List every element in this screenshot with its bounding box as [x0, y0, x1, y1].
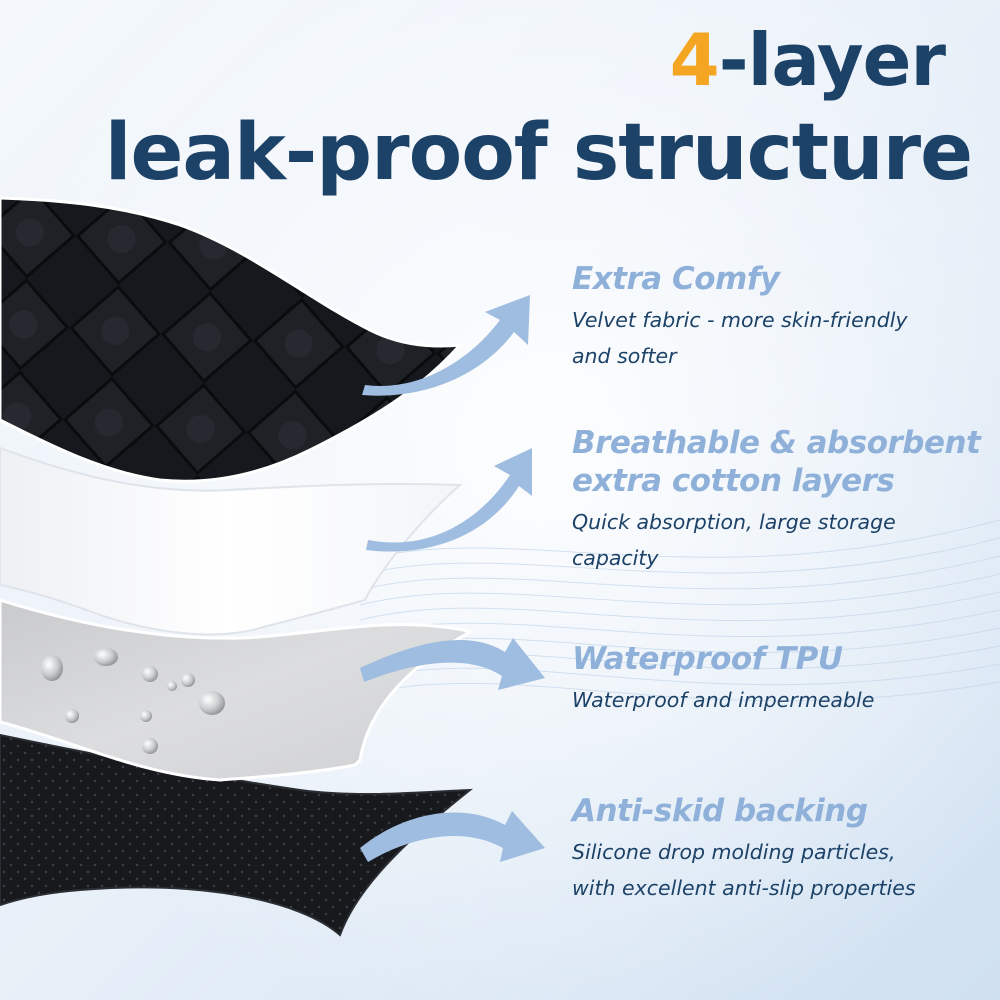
waterproof-tpu-layer — [0, 598, 474, 782]
feature-title: Anti-skid backing — [572, 793, 868, 829]
layer-count: 4 — [669, 18, 720, 102]
arrow-icon-4 — [360, 811, 545, 862]
headline-line-1: 4-layer — [669, 18, 946, 102]
feature-title: Extra Comfy — [572, 261, 780, 297]
cotton-layer — [0, 446, 463, 636]
feature-description-line: Waterproof and impermeable — [572, 688, 875, 712]
feature-anti-skid-backing: Anti-skid backing Silicone drop molding … — [572, 792, 992, 906]
headline-line-2: leak-proof structure — [104, 108, 973, 198]
arrow-icon-3 — [360, 638, 545, 690]
feature-waterproof-tpu: Waterproof TPU Waterproof and impermeabl… — [572, 640, 992, 718]
water-droplets — [41, 648, 225, 754]
headline-line-1-text: -layer — [718, 18, 946, 102]
arrow-icon-2 — [366, 448, 532, 552]
feature-title: Waterproof TPU — [572, 641, 843, 677]
feature-breathable-absorbent: Breathable & absorbent extra cotton laye… — [572, 424, 992, 576]
feature-description-line: capacity — [572, 546, 659, 570]
feature-description-line: Silicone drop molding particles, — [572, 840, 896, 864]
feature-title-line: Breathable & absorbent — [572, 425, 981, 461]
feature-description-line: and softer — [572, 344, 677, 368]
feature-description-line: Quick absorption, large storage — [572, 510, 896, 534]
feature-description-line: Velvet fabric - more skin-friendly — [572, 308, 908, 332]
feature-extra-comfy: Extra Comfy Velvet fabric - more skin-fr… — [572, 260, 992, 374]
feature-title-line: extra cotton layers — [572, 463, 895, 499]
velvet-fabric-layer — [0, 196, 464, 483]
feature-description-line: with excellent anti-slip properties — [572, 876, 916, 900]
arrow-icon-1 — [362, 295, 530, 396]
